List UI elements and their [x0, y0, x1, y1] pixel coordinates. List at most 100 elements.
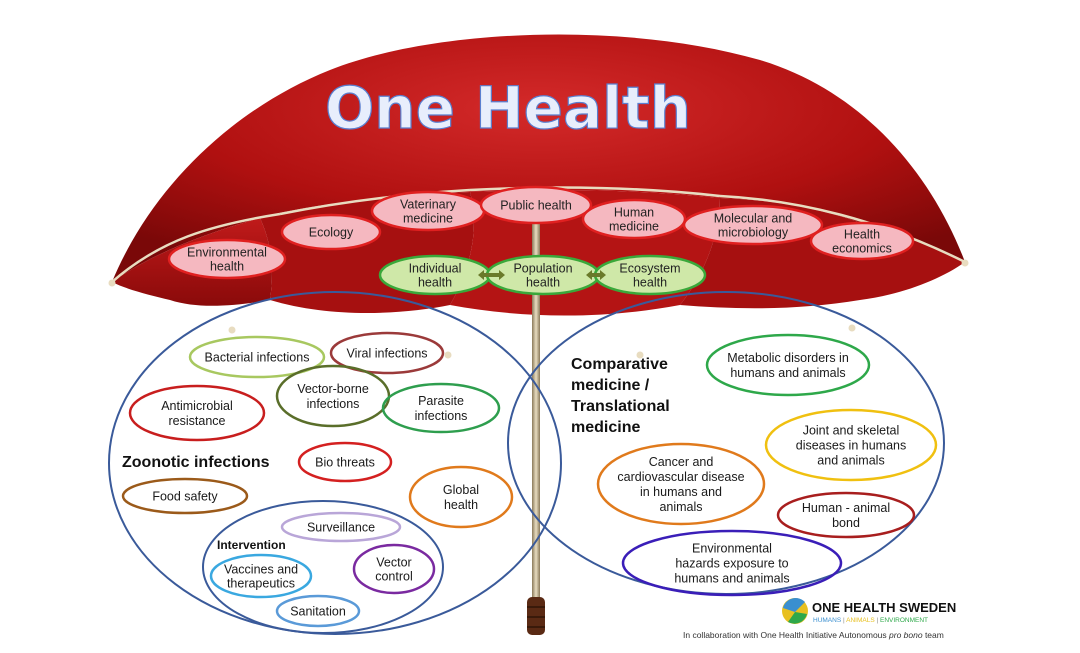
intervention-item-label: Vector	[376, 555, 411, 569]
intervention-item-label: Surveillance	[307, 520, 375, 534]
shaft-handle-band	[527, 616, 545, 618]
zoonotic-item-label: Food safety	[152, 489, 218, 503]
canopy-item-shape	[479, 185, 593, 225]
tagline-word: ENVIRONMENT	[880, 617, 928, 624]
umbrella-rib	[279, 188, 471, 216]
zoonotic-heading: Zoonotic infections	[122, 454, 270, 471]
comparative-item-label: animals	[659, 500, 702, 514]
canopy-item-shape	[682, 204, 824, 246]
tagline-separator: |	[841, 617, 846, 624]
health-level-item-label: Population	[513, 261, 572, 275]
canopy-item-shape	[581, 198, 687, 240]
comparative-item-shape	[705, 333, 871, 397]
canopy-top	[112, 34, 965, 282]
canopy-item-shape	[167, 238, 287, 280]
comparative-item-label: humans and animals	[730, 366, 845, 380]
intervention-item-shape	[280, 511, 402, 543]
intervention-item-shape	[209, 553, 313, 599]
umbrella-rib	[469, 186, 721, 198]
one-health-sweden-logo: ONE HEALTH SWEDEN HUMANS | ANIMALS | ENV…	[782, 598, 956, 624]
canopy-item-label: medicine	[609, 219, 659, 233]
rib-tip	[848, 324, 856, 332]
zoonotic-item-label: Bacterial infections	[205, 350, 310, 364]
canopy-item-label: medicine	[403, 211, 453, 225]
comparative-item-label: hazards exposure to	[675, 556, 788, 570]
zoonotic-item-label: Bio threats	[315, 455, 375, 469]
comparative-item-label: Cancer and	[649, 455, 714, 469]
globe-icon	[788, 612, 807, 624]
zoonotic-item-label: resistance	[169, 414, 226, 428]
logo-tagline: HUMANS | ANIMALS | ENVIRONMENT	[813, 617, 928, 624]
umbrella-rib	[719, 194, 966, 264]
canopy-item-label: health	[210, 259, 244, 273]
canopy-item-label: Environmental	[187, 245, 267, 259]
tagline-separator: |	[875, 617, 880, 624]
canopy-item: Public health	[479, 185, 593, 225]
umbrella-rib	[111, 212, 281, 283]
comparative-item-shape	[596, 442, 766, 526]
comparative-heading-line: Translational	[571, 398, 670, 415]
canopy-item-label: Molecular and	[714, 211, 793, 225]
canopy-item-label: economics	[832, 241, 892, 255]
comparative-item-label: Metabolic disorders in	[727, 351, 849, 365]
comparative-item-label: cardiovascular disease	[617, 470, 744, 484]
comparative-item-label: diseases in humans	[796, 438, 906, 452]
comparative-item-label: Human - animal	[802, 501, 890, 515]
canopy-item-label: Human	[614, 205, 654, 219]
rib-tip	[444, 351, 452, 359]
canopy-item-label: Public health	[500, 198, 572, 212]
intervention-circle	[202, 500, 444, 634]
comparative-heading-line: medicine /	[571, 377, 650, 394]
comparative-item-label: Environmental	[692, 541, 772, 555]
tagline-word: HUMANS	[813, 617, 842, 624]
health-level-item-label: health	[526, 275, 560, 289]
tagline-word: ANIMALS	[846, 617, 875, 624]
intervention-item-label: Sanitation	[290, 604, 346, 618]
comparative-item-label: humans and animals	[674, 571, 789, 585]
intervention-item-shape	[352, 543, 436, 595]
zoonotic-item-shape	[408, 465, 514, 529]
health-level-item-label: Individual	[409, 261, 462, 275]
umbrella-shaft	[527, 190, 545, 635]
zoonotic-circle	[108, 291, 562, 635]
zoonotic-item-label: health	[444, 498, 478, 512]
intervention-heading: Intervention	[217, 538, 286, 552]
intervention-item-label: control	[375, 569, 413, 583]
zoonotic-item-label: Parasite	[418, 394, 464, 408]
canopy-item-label: Ecology	[309, 225, 354, 239]
rib-tip	[108, 279, 116, 287]
canopy-item-label: Vaterinary	[400, 197, 457, 211]
zoonotic-item-label: infections	[307, 397, 360, 411]
collaboration-suffix: team	[923, 630, 944, 640]
zoonotic-item-shape	[381, 382, 501, 434]
logo-name: ONE HEALTH SWEDEN	[812, 600, 956, 615]
zoonotic-item-label: Global	[443, 483, 479, 497]
zoonotic-item-label: infections	[415, 409, 468, 423]
canopy-item-shape	[280, 213, 382, 251]
comparative-item-shape	[621, 529, 843, 597]
intervention-item: Surveillance	[280, 511, 402, 543]
canopy-ovals: EnvironmentalhealthEcologyVaterinarymedi…	[167, 185, 915, 280]
comparative-item-label: bond	[832, 516, 860, 530]
health-level-item-label: health	[418, 275, 452, 289]
zoonotic-item-label: Viral infections	[346, 346, 427, 360]
canopy-item: Ecology	[280, 213, 382, 251]
health-level-item-label: Ecosystem	[619, 261, 680, 275]
rib-tip	[228, 326, 236, 334]
